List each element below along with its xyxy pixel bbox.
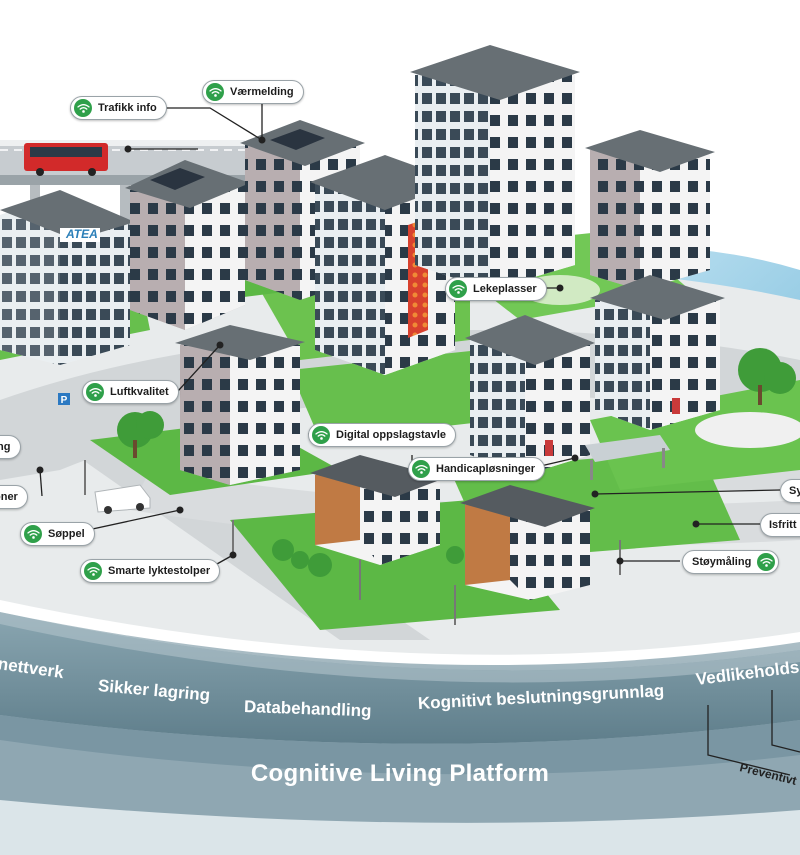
callout-digital-oppslagstavle: Digital oppslagstavle bbox=[308, 423, 456, 447]
wifi-icon bbox=[86, 383, 104, 401]
callout-ing: ing bbox=[0, 435, 21, 459]
callout-stoymaling: Støymåling bbox=[682, 550, 779, 574]
callout-label: Luftkvalitet bbox=[110, 386, 169, 398]
wifi-icon bbox=[206, 83, 224, 101]
wifi-icon bbox=[312, 426, 330, 444]
callout-label: Sy bbox=[789, 485, 800, 497]
svg-text:P: P bbox=[61, 395, 68, 406]
wifi-icon bbox=[84, 562, 102, 580]
wifi-icon bbox=[757, 553, 775, 571]
callout-isfritt: Isfritt bbox=[760, 513, 800, 537]
wifi-icon bbox=[74, 99, 92, 117]
callout-label: Støymåling bbox=[692, 556, 751, 568]
callout-label: Smarte lyktestolper bbox=[108, 565, 210, 577]
callout-handicaplosninger: Handicapløsninger bbox=[408, 457, 545, 481]
wifi-icon bbox=[449, 280, 467, 298]
callout-oner: oner bbox=[0, 485, 28, 509]
callout-label: Handicapløsninger bbox=[436, 463, 535, 475]
callout-label: oner bbox=[0, 491, 18, 503]
callout-soppel: Søppel bbox=[20, 522, 95, 546]
callout-label: Lekeplasser bbox=[473, 283, 537, 295]
callout-label: Trafikk info bbox=[98, 102, 157, 114]
callout-varmelding: Værmelding bbox=[202, 80, 304, 104]
callout-sy: Sy bbox=[780, 479, 800, 503]
callout-label: Digital oppslagstavle bbox=[336, 429, 446, 441]
callout-label: Isfritt bbox=[769, 519, 797, 531]
callout-luftkvalitet: Luftkvalitet bbox=[82, 380, 179, 404]
callout-label: Værmelding bbox=[230, 86, 294, 98]
wifi-icon bbox=[412, 460, 430, 478]
atea-logo: ATEA bbox=[66, 227, 98, 241]
callout-lekeplasser: Lekeplasser bbox=[445, 277, 547, 301]
callout-trafikk-info: Trafikk info bbox=[70, 96, 167, 120]
platform-title: Cognitive Living Platform bbox=[0, 760, 800, 788]
callout-label: ing bbox=[0, 441, 11, 453]
wifi-icon bbox=[24, 525, 42, 543]
callout-label: Søppel bbox=[48, 528, 85, 540]
callout-smarte-lyktestolper: Smarte lyktestolper bbox=[80, 559, 220, 583]
